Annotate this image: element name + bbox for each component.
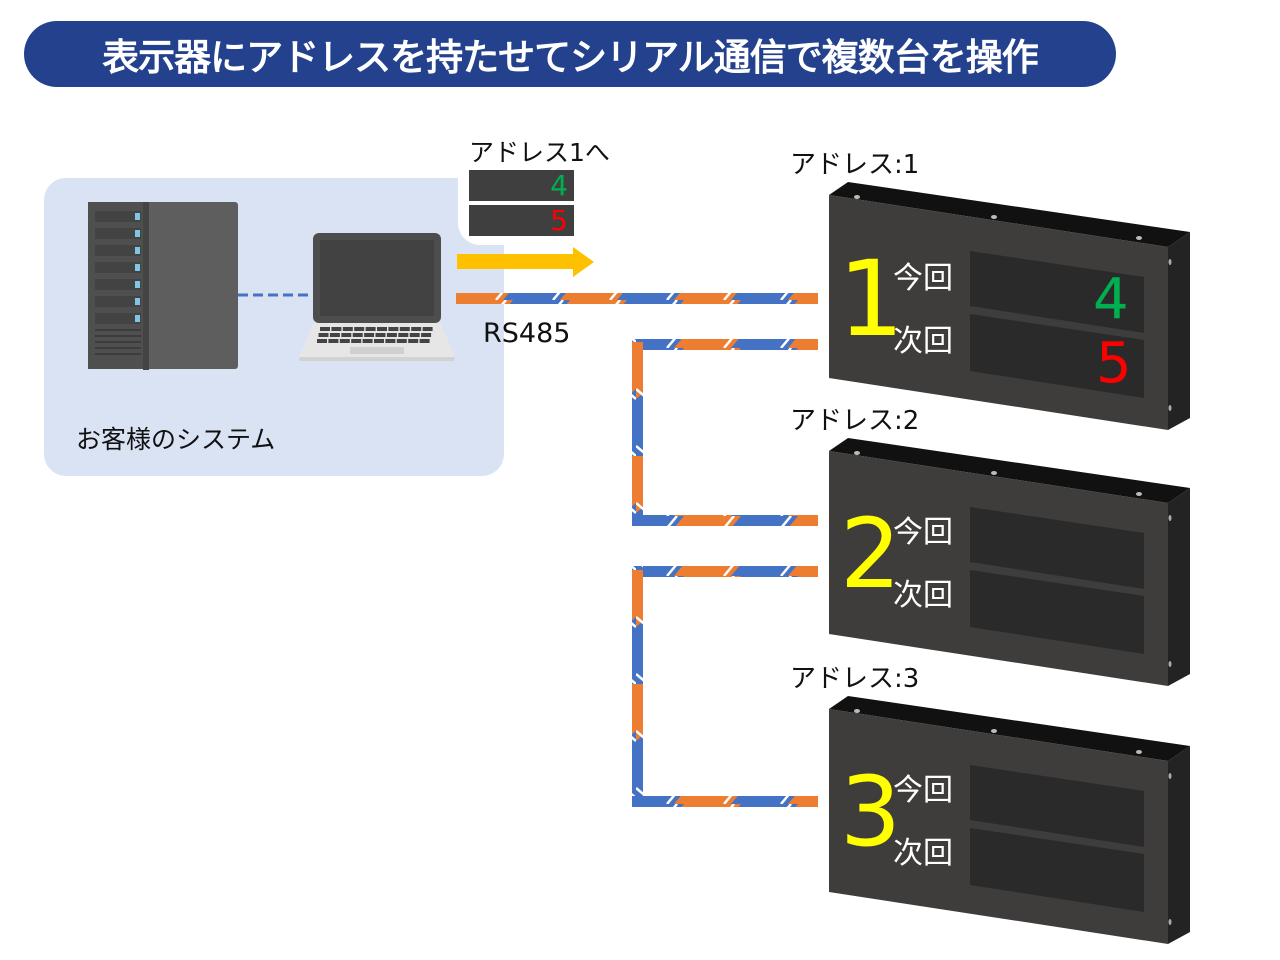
server-led bbox=[135, 247, 140, 254]
server-slot bbox=[95, 228, 141, 239]
laptop-key bbox=[354, 327, 365, 331]
server-led bbox=[135, 230, 140, 237]
current-label: 今回 bbox=[893, 261, 953, 296]
screw-icon bbox=[854, 451, 860, 455]
server-led bbox=[135, 315, 140, 322]
screw-icon bbox=[1168, 919, 1172, 925]
rs485-cable bbox=[456, 293, 818, 807]
next-label: 次回 bbox=[893, 324, 953, 359]
laptop-key bbox=[399, 327, 410, 331]
laptop-key bbox=[377, 327, 387, 331]
laptop-key bbox=[318, 333, 329, 337]
server-led bbox=[135, 281, 140, 288]
address-label: アドレス:2 bbox=[790, 406, 920, 436]
server-slot bbox=[95, 262, 141, 273]
current-window bbox=[970, 507, 1144, 589]
laptop-key bbox=[396, 339, 407, 343]
display-unit-3 bbox=[829, 696, 1190, 944]
laptop-key bbox=[375, 333, 386, 337]
server-slot bbox=[95, 296, 141, 307]
server-led bbox=[135, 264, 140, 271]
server-slot bbox=[95, 313, 141, 324]
screw-icon bbox=[991, 471, 997, 475]
laptop-key bbox=[317, 339, 327, 343]
laptop-key bbox=[341, 333, 352, 337]
display-unit-1 bbox=[829, 182, 1190, 430]
next-label: 次回 bbox=[893, 578, 953, 613]
server-icon bbox=[88, 202, 238, 370]
server-led bbox=[135, 298, 140, 305]
current-window bbox=[970, 765, 1144, 847]
laptop-key bbox=[386, 333, 397, 337]
screw-icon bbox=[1168, 259, 1172, 265]
next-value: 5 bbox=[1096, 331, 1132, 396]
laptop-key bbox=[408, 339, 419, 343]
address-number: 1 bbox=[838, 238, 905, 360]
customer-system-label: お客様のシステム bbox=[76, 425, 276, 454]
laptop-key bbox=[362, 339, 373, 343]
laptop-icon bbox=[299, 233, 455, 361]
server-slot bbox=[95, 245, 141, 256]
send-arrow-icon bbox=[457, 247, 594, 277]
screw-icon bbox=[991, 215, 997, 219]
title-text: 表示器にアドレスを持たせてシリアル通信で複数台を操作 bbox=[102, 36, 1039, 79]
display-unit-2 bbox=[829, 438, 1190, 686]
screw-icon bbox=[1168, 515, 1172, 521]
laptop-key bbox=[374, 339, 384, 343]
laptop-key bbox=[385, 339, 396, 343]
current-window bbox=[970, 251, 1144, 333]
screw-icon bbox=[1136, 236, 1142, 240]
laptop-key bbox=[351, 339, 362, 343]
laptop-key bbox=[422, 327, 433, 331]
address-number: 3 bbox=[840, 756, 902, 868]
laptop-key bbox=[388, 327, 399, 331]
packet-current-value: 4 bbox=[469, 170, 574, 201]
laptop-key bbox=[411, 327, 422, 331]
laptop-key bbox=[419, 339, 430, 343]
current-label: 今回 bbox=[893, 773, 953, 808]
laptop-key bbox=[331, 327, 342, 331]
address-label: アドレス:3 bbox=[790, 664, 920, 694]
address-number: 2 bbox=[840, 498, 902, 610]
next-window bbox=[970, 314, 1144, 398]
laptop-key bbox=[339, 339, 350, 343]
next-window bbox=[970, 828, 1144, 912]
screw-icon bbox=[1168, 661, 1172, 667]
screw-icon bbox=[991, 729, 997, 733]
laptop-key bbox=[320, 327, 330, 331]
rs485-label: RS485 bbox=[483, 318, 571, 349]
laptop-key bbox=[398, 333, 409, 337]
laptop-key bbox=[342, 327, 353, 331]
address-label: アドレス:1 bbox=[790, 150, 920, 180]
next-window bbox=[970, 570, 1144, 654]
current-value: 4 bbox=[1093, 267, 1129, 332]
server-slot bbox=[95, 279, 141, 290]
screw-icon bbox=[1168, 773, 1172, 779]
laptop-key bbox=[364, 333, 375, 337]
next-label: 次回 bbox=[893, 836, 953, 871]
packet-title: アドレス1へ bbox=[469, 138, 610, 167]
screw-icon bbox=[854, 195, 860, 199]
laptop-key bbox=[352, 333, 363, 337]
laptop-key bbox=[328, 339, 339, 343]
laptop-key bbox=[421, 333, 432, 337]
packet-next-value: 5 bbox=[469, 205, 574, 236]
screw-icon bbox=[1168, 405, 1172, 411]
server-led bbox=[135, 213, 140, 220]
laptop-key bbox=[365, 327, 376, 331]
current-label: 今回 bbox=[893, 515, 953, 550]
screw-icon bbox=[1136, 492, 1142, 496]
laptop-key bbox=[329, 333, 340, 337]
screw-icon bbox=[854, 709, 860, 713]
laptop-key bbox=[409, 333, 420, 337]
screw-icon bbox=[1136, 750, 1142, 754]
server-slot bbox=[95, 211, 141, 222]
title-banner: 表示器にアドレスを持たせてシリアル通信で複数台を操作 bbox=[24, 21, 1116, 87]
